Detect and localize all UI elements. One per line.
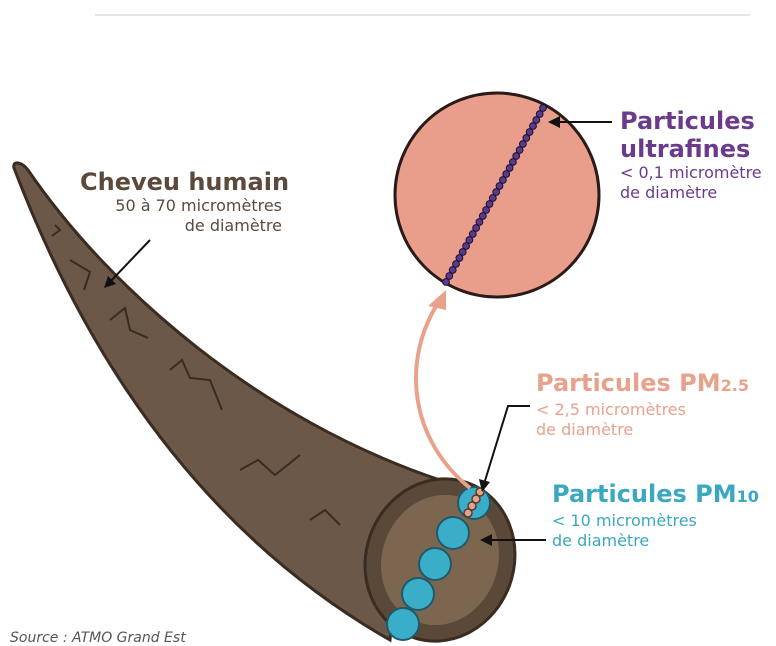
pm10-label: Particules PM10 < 10 micromètres de diam… <box>552 480 759 551</box>
ultrafine-diameter-line1: < 0,1 micromètre <box>620 163 762 183</box>
hair-title: Cheveu humain <box>80 168 282 196</box>
hair-label: Cheveu humain 50 à 70 micromètres de dia… <box>80 168 282 236</box>
pm25-pointer-arrow <box>479 406 530 492</box>
pm10-diameter-line2: de diamètre <box>552 531 759 551</box>
ultrafine-diameter-line2: de diamètre <box>620 183 762 203</box>
hair-diameter-line1: 50 à 70 micromètres <box>80 196 282 216</box>
hair-pointer-arrow <box>104 240 150 288</box>
ultrafine-title-line2: ultrafines <box>620 135 762 163</box>
pm10-title-suffix: 10 <box>737 487 759 506</box>
ultrafine-title-line1: Particules <box>620 107 762 135</box>
pm10-diameter-line1: < 10 micromètres <box>552 511 759 531</box>
pm25-diameter-line1: < 2,5 micromètres <box>536 400 749 420</box>
hair-diameter-line2: de diamètre <box>80 216 282 236</box>
ultrafine-pointer-arrow <box>548 116 612 128</box>
pm25-diameter-line2: de diamètre <box>536 420 749 440</box>
pm25-label: Particules PM2.5 < 2,5 micromètres de di… <box>536 369 749 440</box>
pm25-title-text: Particules PM <box>536 369 721 397</box>
pm10-title-text: Particules PM <box>552 480 737 508</box>
ultrafine-particle <box>443 279 450 286</box>
magnify-arrow <box>416 290 470 488</box>
ultrafine-magnified-circle <box>395 93 599 297</box>
pm10-title: Particules PM10 <box>552 480 759 511</box>
ultrafine-label: Particules ultrafines < 0,1 micromètre d… <box>620 107 762 203</box>
pm25-title: Particules PM2.5 <box>536 369 749 400</box>
pm25-title-suffix: 2.5 <box>721 376 749 395</box>
source-credit: Source : ATMO Grand Est <box>10 630 186 646</box>
